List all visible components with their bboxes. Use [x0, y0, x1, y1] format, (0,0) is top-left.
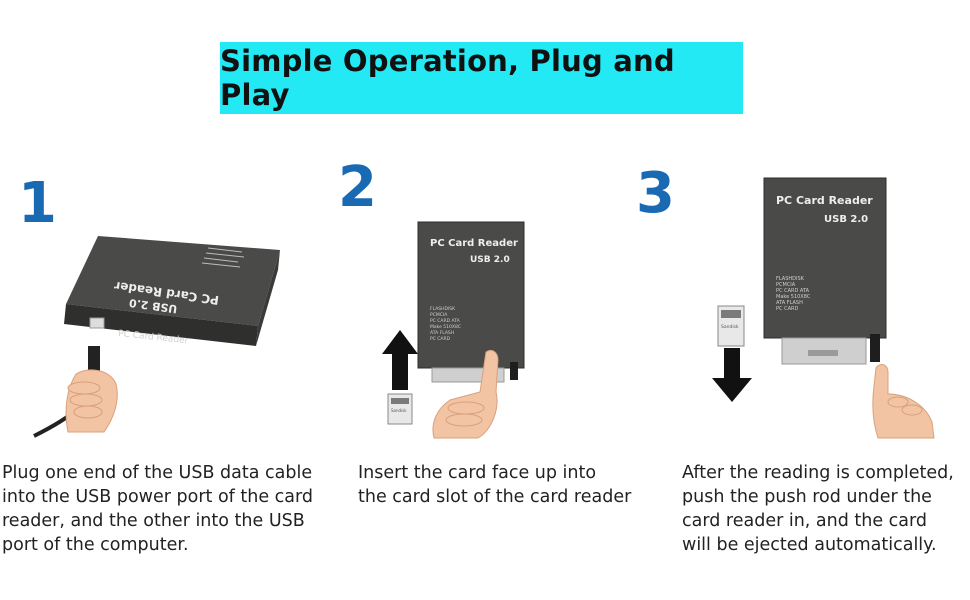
step-2-card: Sandisk: [387, 393, 413, 425]
step-1-caption-line: into the USB power port of the card: [2, 487, 313, 507]
step-1-number: 1: [18, 171, 57, 236]
step-3-caption-line: push the push rod under the: [682, 487, 932, 507]
step-3-illustration: PC Card Reader USB 2.0 FLASHDISK PCMCIA …: [712, 177, 935, 439]
step-2-feature-3: Make 510X8C: [430, 324, 461, 330]
step-3-hand: [872, 364, 935, 439]
step-2-illustration: PC Card Reader USB 2.0 FLASHDISK PCMCIA …: [382, 221, 525, 439]
step-3-caption-line: will be ejected automatically.: [682, 535, 937, 555]
step-1-caption-line: reader, and the other into the USB: [2, 511, 305, 531]
step-2-feature-0: FLASHDISK: [430, 306, 456, 312]
step-2-eject-rod: [510, 362, 518, 380]
usb-plug: [88, 346, 100, 376]
step-2-feature-5: PC CARD: [430, 336, 451, 342]
step-3-caption-line: After the reading is completed,: [682, 463, 954, 483]
step-3-number: 3: [636, 161, 675, 226]
step-3-device-subtitle: USB 2.0: [824, 214, 868, 225]
step-3-feature-2: PC CARD ATA: [776, 288, 810, 294]
step-2-card-label: Sandisk: [391, 408, 407, 413]
eject-arrow-down-icon: [712, 348, 752, 402]
step-3-eject-rod: [870, 334, 880, 362]
step-3-reader: [764, 178, 886, 338]
step-2-device-subtitle: USB 2.0: [470, 255, 510, 265]
step-1-caption: Plug one end of the USB data cable into …: [2, 461, 332, 557]
step-1-caption-line: Plug one end of the USB data cable: [2, 463, 313, 483]
step-2-caption-line: Insert the card face up into: [358, 463, 597, 483]
page-title: Simple Operation, Plug and Play: [220, 44, 675, 112]
step-3-feature-1: PCMCIA: [776, 282, 796, 288]
usb-port: [89, 317, 105, 329]
step-2-caption: Insert the card face up into the card sl…: [358, 461, 658, 509]
step-3-caption: After the reading is completed, push the…: [682, 461, 970, 557]
step-1-hand: [65, 369, 118, 433]
step-3-feature-0: FLASHDISK: [776, 276, 805, 282]
title-banner: Simple Operation, Plug and Play: [220, 42, 743, 114]
step-2-feature-1: PCMCIA: [430, 312, 448, 318]
step-2-reader: [418, 222, 524, 368]
step-3-device-label: PC Card Reader: [776, 194, 873, 207]
step-1-illustration: PC Card Reader USB 2.0 PC Card Reader: [33, 236, 280, 438]
step-2-hand: [432, 349, 499, 439]
step-3-feature-3: Make 510X8C: [776, 294, 811, 300]
step-2-number: 2: [338, 155, 377, 220]
step-1-caption-line: port of the computer.: [2, 535, 189, 555]
step-3-card: Sandisk: [717, 305, 745, 347]
step-2-feature-2: PC CARD ATA: [430, 318, 461, 324]
step-2-device-label: PC Card Reader: [430, 238, 518, 249]
step-3-feature-5: PC CARD: [776, 306, 798, 312]
step-1-feature-lines: [201, 247, 245, 268]
step-3-card-label: Sandisk: [721, 324, 739, 330]
step-3-feature-4: ATA FLASH: [776, 300, 803, 306]
step-3-caption-line: card reader in, and the card: [682, 511, 928, 531]
step-2-feature-4: ATA FLASH: [430, 330, 454, 336]
step-2-caption-line: the card slot of the card reader: [358, 487, 632, 507]
insert-arrow-up-icon: [382, 330, 418, 390]
